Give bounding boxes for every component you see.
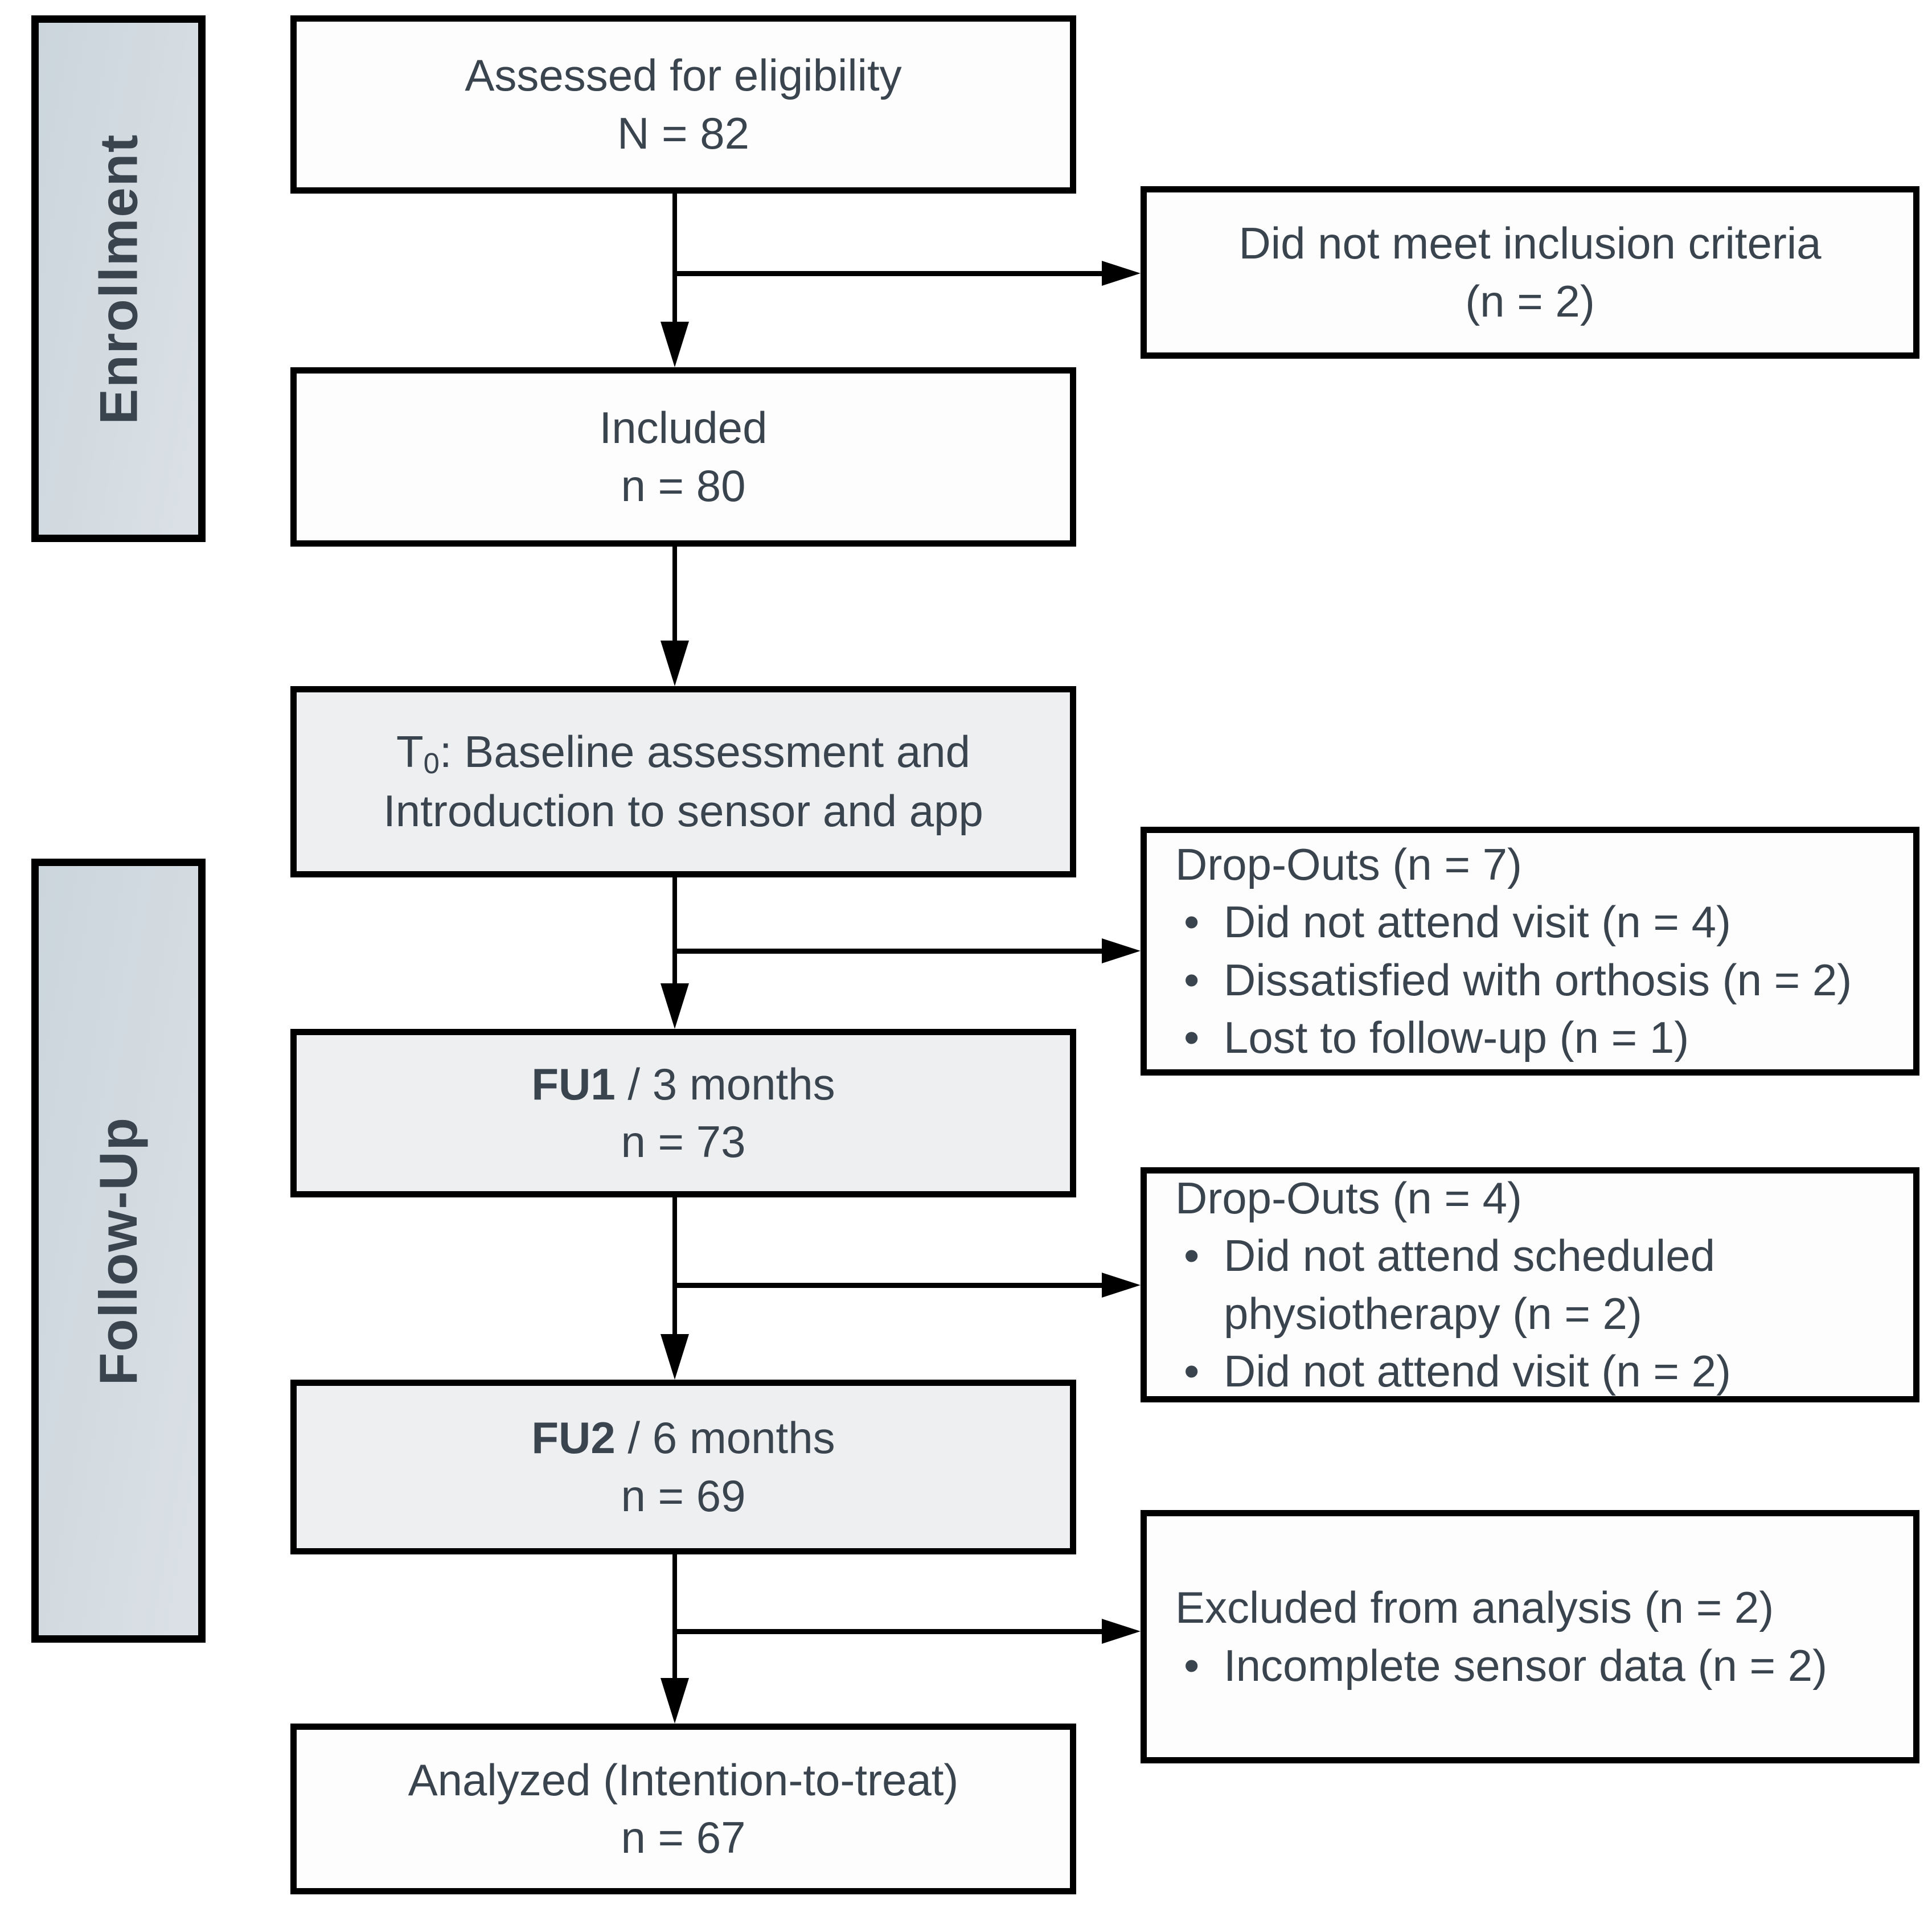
list-item: Did not attend visit (n = 4) bbox=[1184, 893, 1905, 951]
branch-to-dropouts-fu2-head bbox=[1102, 1273, 1141, 1298]
baseline-t: T bbox=[396, 727, 424, 777]
box-excluded-title: Excluded from analysis (n = 2) bbox=[1175, 1582, 1774, 1633]
box-baseline-line2: Introduction to sensor and app bbox=[383, 786, 983, 836]
stage-label-followup: Follow-Up bbox=[31, 859, 206, 1643]
box-dropouts-fu2-title: Drop-Outs (n = 4) bbox=[1175, 1172, 1523, 1223]
box-fu2: FU2 / 6 months n = 69 bbox=[290, 1380, 1076, 1554]
box-dropouts-fu1-title: Drop-Outs (n = 7) bbox=[1175, 839, 1523, 889]
arrow-included-to-baseline-head bbox=[661, 641, 689, 686]
stage-label-enrollment: Enrollment bbox=[31, 15, 206, 542]
box-fu1-line2: n = 73 bbox=[621, 1117, 746, 1167]
stage-label-enrollment-text: Enrollment bbox=[88, 133, 148, 424]
box-analyzed-line2: n = 67 bbox=[621, 1812, 746, 1862]
dropouts-fu2-list: Did not attend scheduled physiotherapy (… bbox=[1175, 1227, 1905, 1401]
box-assessed-for-eligibility: Assessed for eligibility N = 82 bbox=[290, 15, 1076, 194]
baseline-t-subscript: 0 bbox=[423, 747, 440, 780]
list-item: Lost to follow-up (n = 1) bbox=[1184, 1009, 1905, 1067]
box-fu1-line1: FU1 / 3 months bbox=[531, 1056, 835, 1113]
branch-to-dropouts-fu2-line bbox=[672, 1283, 1102, 1288]
box-included-line2: n = 80 bbox=[621, 460, 746, 511]
list-item: Did not attend visit (n = 2) bbox=[1184, 1343, 1905, 1401]
box-dropouts-fu1: Drop-Outs (n = 7) Did not attend visit (… bbox=[1141, 827, 1919, 1076]
box-analyzed: Analyzed (Intention-to-treat) n = 67 bbox=[290, 1724, 1076, 1894]
box-fu1: FU1 / 3 months n = 73 bbox=[290, 1029, 1076, 1197]
box-not-included: Did not meet inclusion criteria (n = 2) bbox=[1141, 186, 1919, 359]
box-baseline-line1: T0: Baseline assessment and bbox=[396, 723, 970, 782]
box-fu2-line1: FU2 / 6 months bbox=[531, 1409, 835, 1467]
arrow-included-to-baseline-line bbox=[672, 547, 677, 643]
list-item: Dissatisfied with orthosis (n = 2) bbox=[1184, 951, 1905, 1010]
box-assessed-line1: Assessed for eligibility bbox=[465, 50, 902, 101]
arrow-baseline-to-fu1-line bbox=[672, 877, 677, 986]
box-excluded-from-analysis: Excluded from analysis (n = 2) Incomplet… bbox=[1141, 1510, 1919, 1763]
arrow-assessed-to-included-head bbox=[661, 322, 689, 367]
box-not-included-line2: (n = 2) bbox=[1465, 276, 1595, 326]
excluded-list: Incomplete sensor data (n = 2) bbox=[1175, 1637, 1905, 1695]
arrow-fu1-to-fu2-line bbox=[672, 1197, 677, 1337]
baseline-line1-rest: : Baseline assessment and bbox=[439, 727, 971, 777]
branch-to-excluded-head bbox=[1102, 1619, 1141, 1644]
arrow-fu2-to-analyzed-head bbox=[661, 1678, 689, 1724]
dropouts-fu1-list: Did not attend visit (n = 4) Dissatisfie… bbox=[1175, 893, 1905, 1067]
fu2-line1-rest: / 6 months bbox=[615, 1413, 835, 1463]
branch-to-not-included-line bbox=[672, 271, 1102, 276]
box-analyzed-line1: Analyzed (Intention-to-treat) bbox=[408, 1754, 959, 1805]
branch-to-excluded-line bbox=[672, 1629, 1102, 1634]
box-fu2-line2: n = 69 bbox=[621, 1470, 746, 1521]
list-item: Did not attend scheduled physiotherapy (… bbox=[1184, 1227, 1905, 1343]
branch-to-dropouts-fu1-line bbox=[672, 949, 1102, 954]
arrow-fu1-to-fu2-head bbox=[661, 1334, 689, 1380]
arrow-fu2-to-analyzed-line bbox=[672, 1554, 677, 1683]
list-item: Incomplete sensor data (n = 2) bbox=[1184, 1637, 1905, 1695]
box-included: Included n = 80 bbox=[290, 367, 1076, 547]
box-dropouts-fu2: Drop-Outs (n = 4) Did not attend schedul… bbox=[1141, 1167, 1919, 1402]
fu1-line1-rest: / 3 months bbox=[615, 1058, 835, 1109]
arrow-assessed-to-included-line bbox=[672, 194, 677, 327]
stage-label-followup-text: Follow-Up bbox=[88, 1116, 148, 1385]
box-baseline-assessment: T0: Baseline assessment and Introduction… bbox=[290, 686, 1076, 877]
box-included-line1: Included bbox=[599, 403, 768, 453]
fu1-label: FU1 bbox=[531, 1058, 616, 1109]
branch-to-dropouts-fu1-head bbox=[1102, 938, 1141, 963]
arrow-baseline-to-fu1-head bbox=[661, 983, 689, 1029]
fu2-label: FU2 bbox=[531, 1413, 616, 1463]
box-not-included-line1: Did not meet inclusion criteria bbox=[1238, 218, 1822, 269]
box-assessed-line2: N = 82 bbox=[617, 108, 749, 158]
branch-to-not-included-head bbox=[1102, 261, 1141, 286]
